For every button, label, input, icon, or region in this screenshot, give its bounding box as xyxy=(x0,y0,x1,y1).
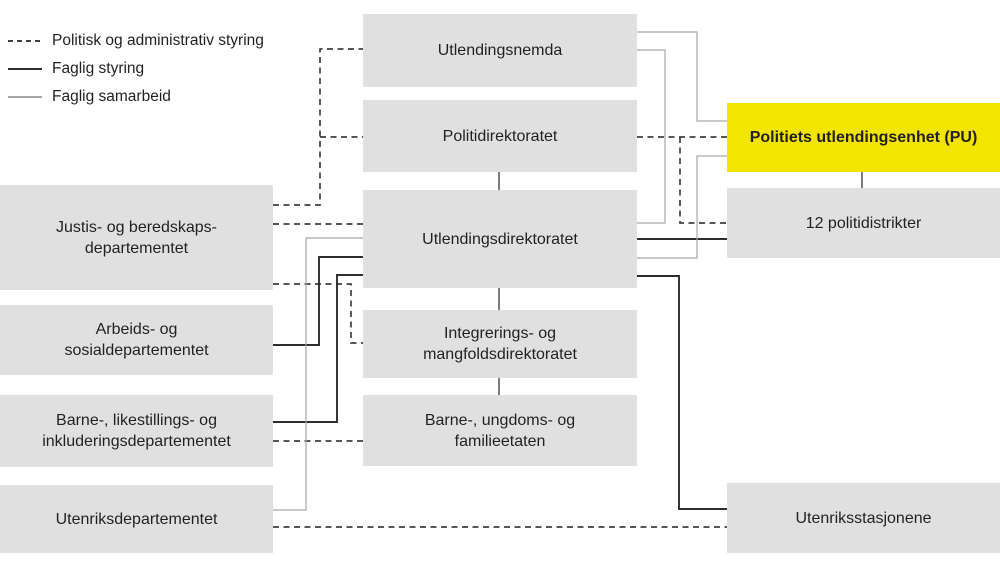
node-utlendingsdirektoratet: Utlendingsdirektoratet xyxy=(363,190,637,288)
legend-item-faglig-styring: Faglig styring xyxy=(8,55,264,83)
node-12-politidistrikter: 12 politidistrikter xyxy=(727,188,1000,258)
thin-line-sample xyxy=(8,96,42,98)
node-utlendingsnemda: Utlendingsnemda xyxy=(363,14,637,87)
edge-utlendingsdirektoratet-utenriksstasjonene xyxy=(637,275,727,510)
legend-label: Politisk og administrativ styring xyxy=(52,32,264,49)
solid-line-sample xyxy=(8,68,42,70)
edge-justis-imdi xyxy=(273,283,363,344)
node-barne-ungdoms-og-familieetaten: Barne-, ungdoms- og familieetaten xyxy=(363,395,637,466)
node-utenriksstasjonene: Utenriksstasjonene xyxy=(727,483,1000,553)
node-politidirektoratet: Politidirektoratet xyxy=(363,100,637,172)
node-utenriksdepartementet: Utenriksdepartementet xyxy=(0,485,273,553)
edge-arbeids-utlendingsdirektoratet xyxy=(273,256,363,346)
legend: Politisk og administrativ styring Faglig… xyxy=(8,27,264,111)
edge-utlendingsdirektoratet-utenriksdep xyxy=(273,237,363,511)
edge-utlendingsnemda-utlendingsdirektoratet xyxy=(637,49,666,224)
edge-justis-utlendingsnemda xyxy=(273,48,363,206)
edge-politidirektoratet-politidistrikter xyxy=(679,137,727,224)
edge-utlendingsnemda-pu xyxy=(637,31,727,122)
legend-label: Faglig styring xyxy=(52,60,145,77)
node-integrerings-og-mangfoldsdirektoratet: Integrerings- og mangfoldsdirektoratet xyxy=(363,310,637,378)
node-justis-og-beredskapsdepartementet: Justis- og beredskaps- departementet xyxy=(0,185,273,290)
legend-item-faglig-samarbeid: Faglig samarbeid xyxy=(8,83,264,111)
legend-label: Faglig samarbeid xyxy=(52,88,171,105)
edge-bld-utlendingsdirektoratet xyxy=(273,274,363,423)
node-barne-likestillings-og-inkluderingsdepartementet: Barne-, likestillings- og inkluderingsde… xyxy=(0,395,273,467)
edge-pu-utlendingsdirektoratet xyxy=(637,155,727,259)
legend-item-politisk-styring: Politisk og administrativ styring xyxy=(8,27,264,55)
dashed-line-sample xyxy=(8,40,42,42)
node-politiets-utlendingsenhet: Politiets utlendingsenhet (PU) xyxy=(727,103,1000,172)
node-arbeids-og-sosialdepartementet: Arbeids- og sosialdepartementet xyxy=(0,305,273,375)
